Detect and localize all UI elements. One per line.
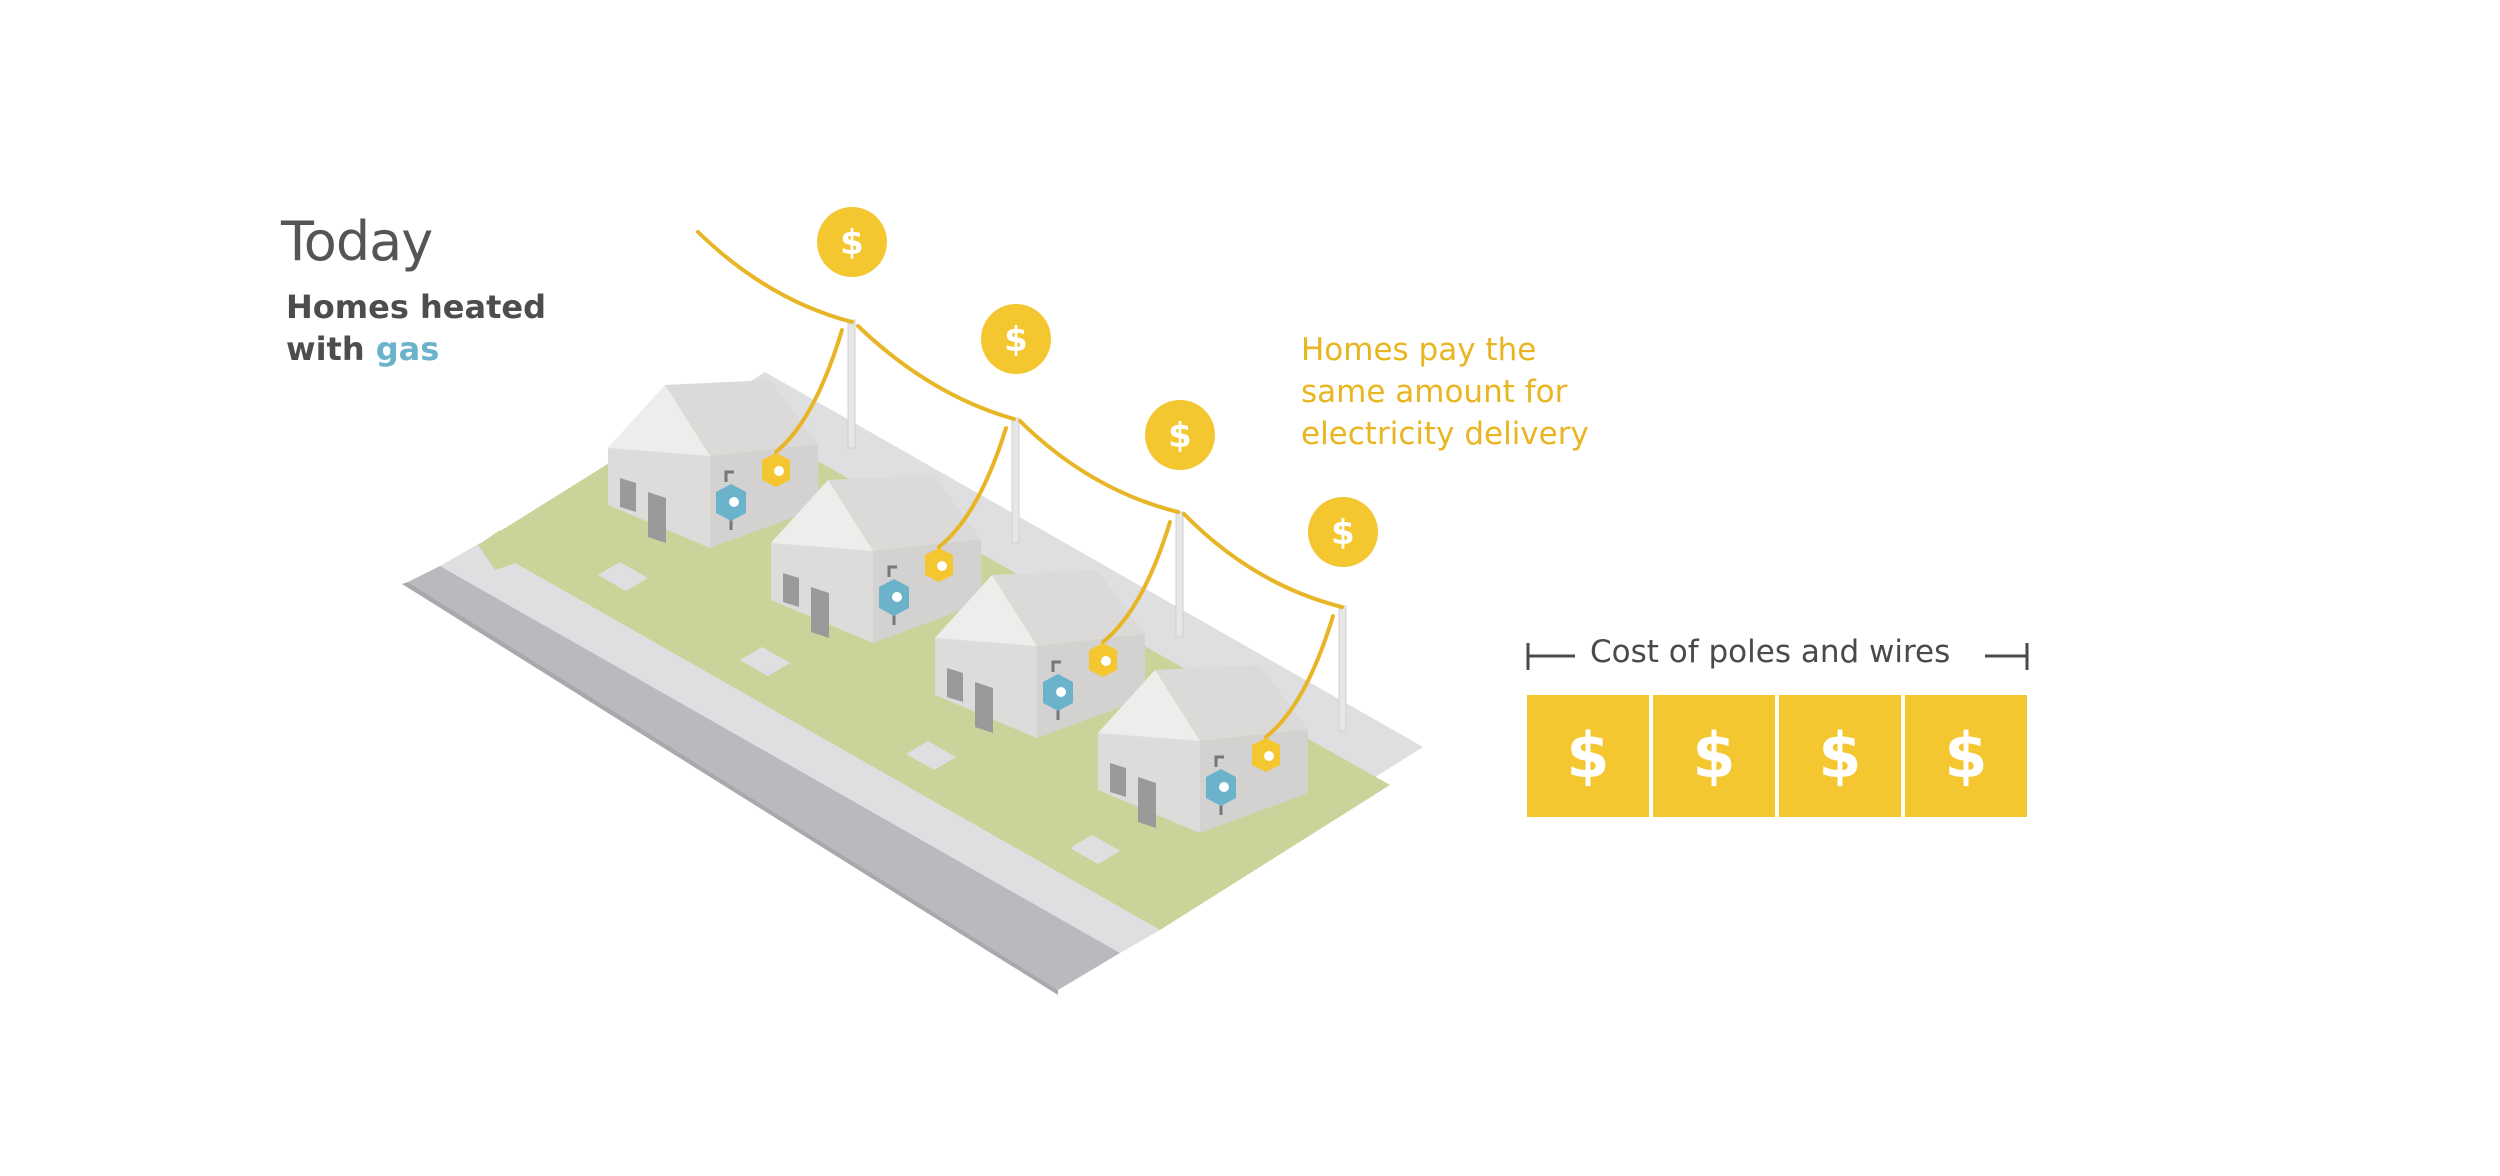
cost-block-symbol: $ [1944, 719, 1987, 792]
driveways [598, 562, 1120, 864]
cost-block-symbol: $ [1692, 719, 1735, 792]
subtitle-line-1: Homes heated [286, 288, 546, 326]
cost-block: $ [1905, 695, 2027, 817]
electric-meter-icon [762, 453, 790, 487]
electric-meter-icon [1252, 738, 1280, 772]
cost-block-symbol: $ [1566, 719, 1609, 792]
electric-meter-icon [925, 548, 953, 582]
subtitle-line-2: with gas [286, 328, 546, 370]
annotation-line: same amount for [1301, 374, 1568, 410]
main-wire [696, 230, 854, 324]
dollar-coin-icon: $ [1145, 400, 1215, 470]
road [408, 566, 1120, 990]
subtitle-with: with [286, 330, 365, 368]
house-window [783, 573, 799, 607]
service-drop [937, 426, 1008, 549]
coin-symbol: $ [1004, 320, 1028, 360]
main-wire [1018, 419, 1180, 514]
gas-meter-icon [1043, 660, 1073, 720]
house-gable [935, 575, 1037, 646]
service-drop [1264, 614, 1335, 739]
service-drop [774, 328, 844, 454]
page-title: Today [281, 210, 433, 273]
dollar-coin-icon: $ [817, 207, 887, 277]
utility-pole [1338, 605, 1347, 732]
dollar-coin-icon: $ [981, 304, 1051, 374]
dollar-coin-icon: $ [1308, 497, 1378, 567]
house-side [710, 444, 818, 548]
sidewalk [440, 543, 1160, 953]
pole-coins: $ $ $ $ [817, 207, 1378, 567]
coin-symbol: $ [1331, 513, 1355, 553]
house-roof-right [665, 380, 818, 456]
house-gable [771, 480, 873, 551]
gas-meters [716, 470, 1236, 815]
coin-symbol: $ [840, 223, 864, 263]
house-door [1138, 777, 1156, 828]
cost-bracket [1526, 643, 2029, 670]
house-4 [1098, 665, 1308, 833]
house-window [1110, 763, 1126, 797]
cost-block: $ [1779, 695, 1901, 817]
driveway [740, 647, 790, 676]
house-window [620, 478, 636, 512]
house-gable [608, 385, 710, 456]
house-side [873, 539, 981, 643]
house-door [811, 587, 829, 638]
cost-block: $ [1527, 695, 1649, 817]
gas-meter-icon [1206, 755, 1236, 815]
house-gable [1098, 670, 1200, 741]
house-roof-right [992, 570, 1145, 646]
house-door [975, 682, 993, 733]
service-drop [1101, 520, 1172, 644]
coin-symbol: $ [1168, 416, 1192, 456]
house-2 [771, 475, 981, 643]
road-edge [402, 582, 1058, 995]
utility-pole [1175, 511, 1184, 638]
subtitle-highlight: gas [375, 330, 440, 368]
house-roof-right [828, 475, 981, 551]
driveway [1070, 835, 1120, 864]
house-side [1037, 634, 1145, 738]
house-3 [935, 570, 1145, 738]
cost-blocks: $ $ $ $ [1527, 695, 2027, 817]
main-wire [856, 324, 1016, 421]
gas-meter-icon [879, 565, 909, 625]
power-wires [696, 230, 1344, 739]
delivery-annotation: Homes pay the same amount for electricit… [1301, 329, 1589, 455]
cost-label: Cost of poles and wires [1590, 634, 1951, 670]
house-1 [608, 380, 818, 548]
main-wire [1182, 512, 1344, 609]
front-strip [478, 530, 525, 570]
house-window [947, 668, 963, 702]
house-roof-right [1155, 665, 1308, 741]
cost-block-symbol: $ [1818, 719, 1861, 792]
annotation-line: Homes pay the [1301, 332, 1537, 368]
utility-pole [1011, 417, 1020, 544]
driveway [598, 562, 648, 591]
electric-meters [762, 453, 1280, 772]
house-door [648, 492, 666, 543]
gas-meter-icon [716, 470, 746, 530]
page-subtitle: Homes heated with gas [286, 286, 546, 370]
utility-pole [847, 319, 856, 449]
annotation-line: electricity delivery [1301, 416, 1589, 452]
cost-block: $ [1653, 695, 1775, 817]
house-side [1200, 729, 1308, 833]
driveway [906, 741, 956, 770]
electric-meter-icon [1089, 643, 1117, 677]
